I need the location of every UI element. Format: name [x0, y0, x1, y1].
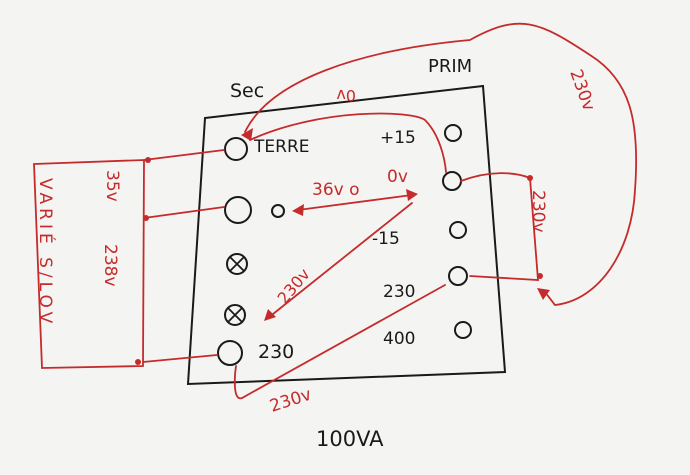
arrowhead-36v-left	[292, 204, 304, 216]
dot-3	[135, 359, 141, 365]
label-230v-top: 230v	[565, 67, 598, 114]
terminal-sec-x2	[224, 304, 246, 326]
terminal-prim-p15	[444, 124, 462, 142]
arrowhead-terre	[241, 128, 253, 141]
terminal-sec-x1	[226, 253, 248, 275]
terminal-sec-230	[217, 340, 243, 366]
label-s230: 230	[258, 341, 294, 363]
dot-2	[143, 215, 149, 221]
terminal-sec-small-0	[271, 204, 285, 218]
label-0v-top: 0v	[336, 86, 356, 105]
arrowhead-diag	[264, 309, 276, 321]
label-230v-bottom: 230v	[267, 385, 314, 417]
transformer-box	[186, 84, 507, 386]
label-m15: -15	[372, 229, 400, 249]
label-p400: 400	[383, 329, 415, 349]
wire-top-loop	[244, 22, 638, 306]
terminal-prim-0	[442, 171, 462, 191]
terminal-sec-1	[224, 196, 252, 224]
wire-variac-sec230	[142, 354, 218, 363]
wire-diag-230	[267, 202, 413, 319]
label-p15: +15	[380, 128, 416, 148]
label-238v: 238v	[100, 244, 120, 287]
label-p230: 230	[383, 282, 415, 302]
terminal-prim-230	[448, 266, 468, 286]
label-36v: 36v o	[312, 180, 360, 200]
label-230v-right: 230v	[528, 190, 548, 233]
dot-4	[527, 175, 533, 181]
header-secondary: Sec	[230, 80, 264, 102]
wire-variac-sec1	[143, 206, 225, 219]
label-power: 100VA	[316, 427, 384, 451]
header-primary: PRIM	[428, 56, 472, 77]
label-0v: 0v	[387, 167, 408, 187]
wire-36v-arrow	[297, 194, 413, 211]
terminal-prim-m15	[449, 221, 467, 239]
arrowhead-bottom	[537, 288, 550, 300]
terminal-prim-400	[454, 321, 472, 339]
dot-5	[537, 273, 543, 279]
variac-box	[33, 159, 145, 369]
wire-variac-terre	[143, 149, 225, 161]
label-varie: VARIÉ S/LOV	[35, 178, 57, 327]
arrowhead-36v-right	[406, 189, 418, 201]
label-terre: TERRE	[253, 137, 310, 157]
wire-prim0-right	[460, 172, 539, 281]
label-35v: 35v	[102, 170, 122, 202]
terminal-terre	[224, 137, 248, 161]
dot-1	[145, 157, 151, 163]
wire-terre-to-prim15	[249, 112, 447, 173]
wire-prim230-sec230	[233, 284, 446, 399]
